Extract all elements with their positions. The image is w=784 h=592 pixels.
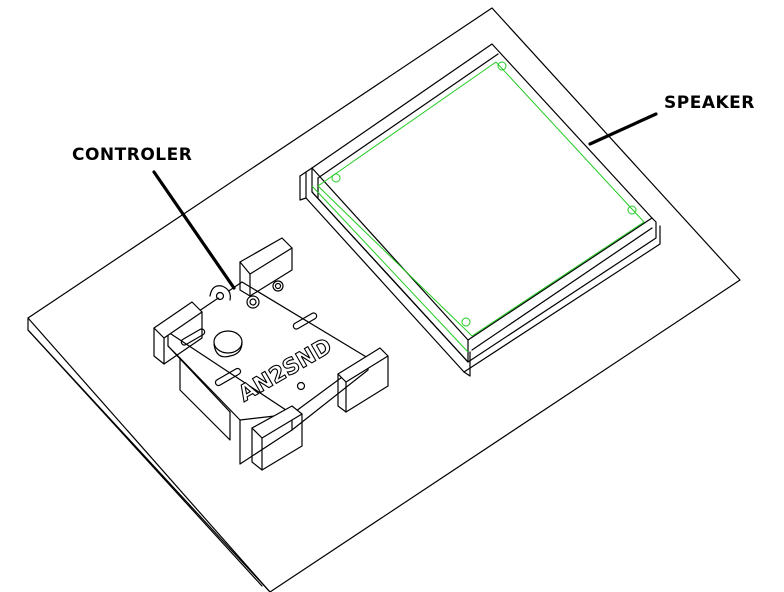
speaker-callout-label: SPEAKER	[664, 93, 755, 113]
controller-module: AN2SND	[153, 237, 389, 471]
controller-callout-label: CONTROLER	[72, 145, 193, 165]
speaker-block	[299, 43, 661, 377]
base-plate	[27, 7, 741, 592]
controller-leader-line	[152, 170, 236, 290]
speaker-leader-line	[588, 112, 658, 146]
